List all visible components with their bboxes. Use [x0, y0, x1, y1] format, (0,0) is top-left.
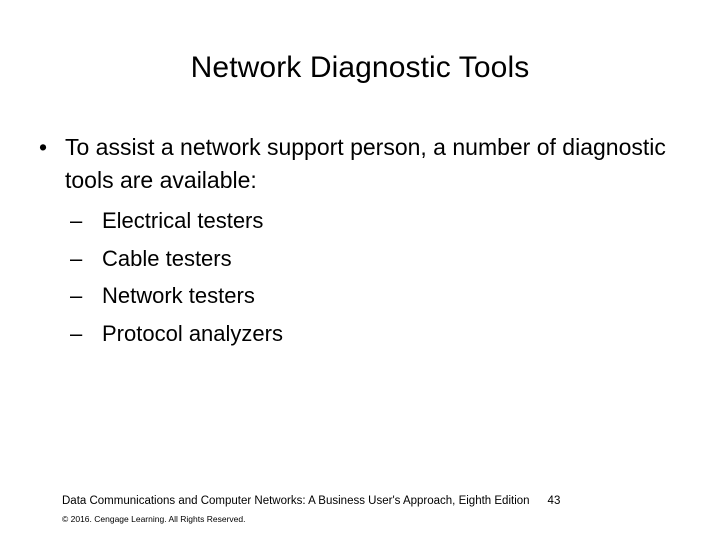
copyright-notice: © 2016. Cengage Learning. All Rights Res…: [62, 514, 246, 524]
bullet-dot-icon: •: [39, 134, 48, 160]
list-item-label: Cable testers: [102, 245, 232, 271]
list-item: – Network testers: [33, 277, 688, 315]
list-item: – Protocol analyzers: [33, 315, 688, 353]
page-number: 43: [547, 495, 561, 507]
list-item: – Electrical testers: [33, 202, 688, 240]
footer-citation: Data Communications and Computer Network…: [62, 495, 530, 507]
sub-bullet-list: – Electrical testers – Cable testers – N…: [33, 202, 688, 352]
en-dash-icon: –: [70, 245, 83, 271]
slide-body: • To assist a network support person, a …: [33, 131, 688, 352]
list-item-label: Protocol analyzers: [102, 320, 283, 346]
list-item-label: To assist a network support person, a nu…: [65, 134, 666, 193]
en-dash-icon: –: [70, 320, 83, 346]
page-title: Network Diagnostic Tools: [190, 51, 530, 84]
en-dash-icon: –: [70, 283, 83, 308]
list-item-label: Network testers: [102, 283, 255, 308]
en-dash-icon: –: [70, 208, 83, 233]
list-item: – Cable testers: [33, 240, 688, 278]
list-item-label: Electrical testers: [102, 208, 264, 233]
slide-footer: Data Communications and Computer Network…: [62, 494, 682, 525]
list-item: • To assist a network support person, a …: [33, 131, 688, 197]
footer-main-row: Data Communications and Computer Network…: [62, 494, 682, 509]
